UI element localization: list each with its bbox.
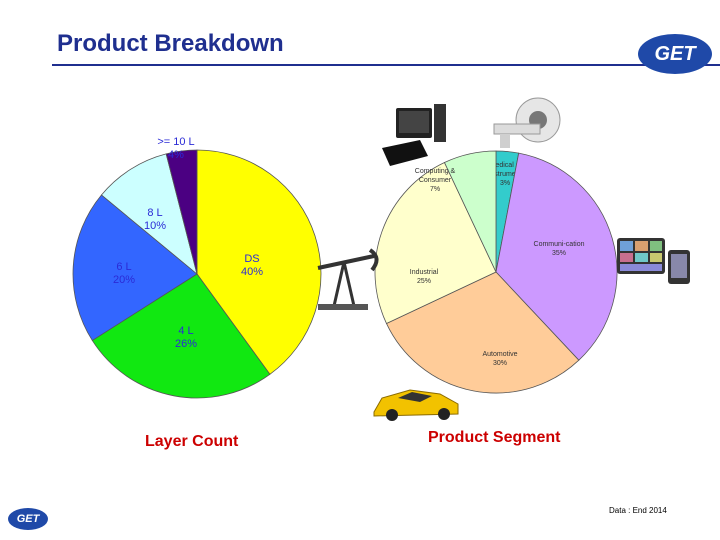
company-logo: GET [638,34,712,74]
phone-icon [668,250,690,284]
video-wall-icon [617,238,665,274]
oil-pump-icon [317,248,379,310]
pie-slice-automotive [385,271,580,394]
pie-slice-8-l [100,153,198,276]
computer-icon [382,104,446,166]
ct-scanner-icon [493,97,561,148]
pie-slice-10-l [165,149,198,275]
pie-slice-communi-cation [495,152,618,361]
title-divider [52,64,720,66]
pie-slice-computing-consumer [443,150,497,273]
pie-slice-ds [196,149,322,375]
layer-count-caption: Layer Count [145,433,239,450]
pie-slice-4-l [91,273,271,399]
slide-title: Product Breakdown [57,30,284,57]
product-segment-caption: Product Segment [428,429,561,446]
company-logo-small: GET [8,508,48,530]
sports-car-icon [373,389,459,421]
data-date-note: Data : End 2014 [609,506,667,515]
pie-slice-6-l [72,194,198,341]
pie-slice-industrial [374,161,497,325]
